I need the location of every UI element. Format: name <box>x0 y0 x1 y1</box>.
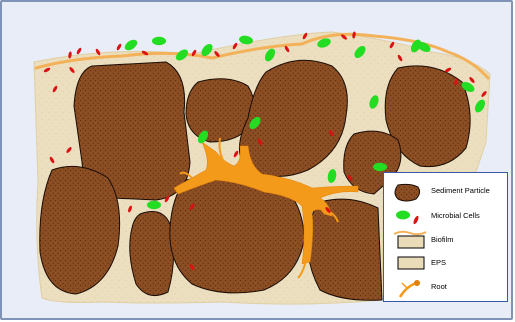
legend: Sediment Particle Microbial Cells Biofil… <box>383 172 508 302</box>
legend-label: Sediment Particle <box>431 186 490 195</box>
legend-item-eps: EPS <box>384 253 509 275</box>
biofilm-icon <box>388 230 428 252</box>
eps-mark <box>76 47 82 55</box>
legend-item-root: Root <box>384 277 509 299</box>
legend-label: Root <box>431 282 447 291</box>
microbial-cells-icon <box>388 206 428 228</box>
legend-label: Microbial Cells <box>431 211 480 220</box>
sediment-particle <box>308 199 382 300</box>
legend-item-biofilm: Biofilm <box>384 230 509 252</box>
legend-item-sediment-particle: Sediment Particle <box>384 181 509 203</box>
eps-icon <box>388 253 428 275</box>
microbial-cell <box>152 37 166 45</box>
legend-label: EPS <box>431 258 446 267</box>
microbial-cell <box>147 201 161 209</box>
legend-item-microbial-cells: Microbial Cells <box>384 206 509 228</box>
legend-label: Biofilm <box>431 235 454 244</box>
root-icon <box>388 277 428 299</box>
microbial-cell <box>373 163 387 171</box>
eps-mark <box>116 43 122 51</box>
microbial-cell <box>123 38 139 53</box>
sediment-particle-icon <box>388 181 428 203</box>
sediment-particle <box>130 212 174 296</box>
